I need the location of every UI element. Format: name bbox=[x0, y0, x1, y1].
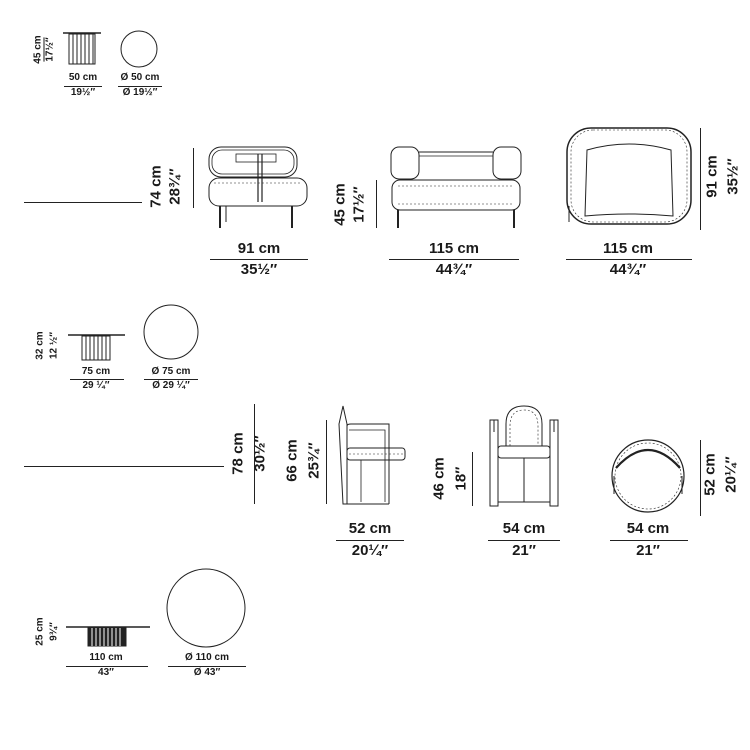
coffee-table-height-cm: 25 cm bbox=[34, 617, 46, 646]
dimension-line bbox=[389, 259, 519, 260]
side-table-small-width-cm: 50 cm bbox=[68, 72, 98, 83]
dining-chair-arm-height-cm: 66 cm bbox=[283, 439, 301, 482]
side-table-small-elevation bbox=[63, 32, 101, 65]
dining-chair-plan-width-in: 21″ bbox=[636, 542, 660, 559]
dimension-line bbox=[70, 379, 124, 380]
dimension-line bbox=[66, 666, 148, 667]
armchair-width-in: 44¾″ bbox=[435, 261, 473, 278]
dimension-line bbox=[64, 86, 102, 87]
armchair-depth-in: 35½″ bbox=[240, 261, 278, 278]
dining-chair-plan-width-cm: 54 cm bbox=[626, 520, 670, 537]
dining-chair-side-elevation bbox=[338, 405, 406, 505]
armchair-plan-view bbox=[566, 127, 692, 225]
dimension-line bbox=[336, 540, 404, 541]
armchair-height-in: 28¾″ bbox=[166, 168, 184, 205]
dimension-line bbox=[472, 452, 473, 506]
side-table-medium-width-cm: 75 cm bbox=[81, 366, 111, 377]
coffee-table-diameter-in: Ø 43″ bbox=[193, 667, 221, 678]
armchair-plan-depth-cm: 91 cm bbox=[703, 155, 721, 198]
armchair-seat-height-in: 17½″ bbox=[350, 186, 368, 223]
dimension-line bbox=[700, 128, 701, 230]
dimension-line bbox=[168, 666, 246, 667]
dimension-line bbox=[376, 180, 377, 228]
dining-chair-seat-height-in: 18″ bbox=[452, 466, 470, 491]
side-table-small-diameter-cm: Ø 50 cm bbox=[120, 72, 160, 83]
dining-chair-width-in: 21″ bbox=[512, 542, 536, 559]
dining-chair-depth-in: 20¼″ bbox=[351, 542, 389, 559]
dimension-line bbox=[210, 259, 308, 260]
armchair-height-cm: 74 cm bbox=[147, 165, 165, 208]
side-table-small-height-in: 17½″ bbox=[44, 37, 56, 62]
coffee-table-width-in: 43″ bbox=[98, 667, 114, 678]
floor-reference-line bbox=[24, 466, 224, 467]
side-table-small-diameter-in: Ø 19½″ bbox=[122, 87, 158, 98]
dining-chair-plan-depth-in: 20¼″ bbox=[722, 456, 740, 493]
side-table-small-width-in: 19½″ bbox=[70, 87, 96, 98]
dining-chair-depth-cm: 52 cm bbox=[348, 520, 392, 537]
dimension-line bbox=[193, 148, 194, 208]
side-table-small-height-cm: 45 cm bbox=[32, 35, 44, 64]
armchair-front-elevation bbox=[390, 146, 522, 228]
dining-chair-plan-depth-cm: 52 cm bbox=[701, 453, 719, 496]
dining-chair-front-elevation bbox=[489, 405, 559, 507]
dining-chair-arm-height-in: 25¾″ bbox=[305, 442, 323, 479]
side-table-medium-diameter-cm: Ø 75 cm bbox=[151, 366, 191, 377]
dimension-line bbox=[326, 420, 327, 504]
armchair-plan-width-in: 44¾″ bbox=[609, 261, 647, 278]
dining-chair-width-cm: 54 cm bbox=[502, 520, 546, 537]
dimension-line bbox=[118, 86, 162, 87]
coffee-table-elevation bbox=[66, 626, 150, 647]
coffee-table-plan bbox=[166, 568, 246, 648]
dimension-line bbox=[254, 404, 255, 504]
armchair-plan-width-cm: 115 cm bbox=[602, 240, 654, 257]
coffee-table-height-in: 9¾″ bbox=[48, 622, 60, 641]
floor-reference-line bbox=[24, 202, 142, 203]
dimension-line bbox=[488, 540, 560, 541]
side-table-medium-width-in: 29 ¼″ bbox=[82, 380, 110, 391]
dining-chair-plan-view bbox=[611, 439, 685, 513]
armchair-seat-height-cm: 45 cm bbox=[331, 183, 349, 226]
dimension-line bbox=[700, 440, 701, 516]
dining-chair-height-cm: 78 cm bbox=[229, 432, 247, 475]
coffee-table-width-cm: 110 cm bbox=[89, 652, 123, 663]
dimension-line bbox=[144, 379, 198, 380]
side-table-medium-height-cm: 32 cm bbox=[34, 331, 46, 360]
coffee-table-diameter-cm: Ø 110 cm bbox=[185, 652, 229, 663]
armchair-side-elevation bbox=[208, 146, 308, 228]
armchair-width-cm: 115 cm bbox=[428, 240, 480, 257]
dimension-line bbox=[566, 259, 692, 260]
armchair-depth-cm: 91 cm bbox=[237, 240, 281, 257]
armchair-plan-depth-in: 35½″ bbox=[724, 158, 742, 195]
side-table-medium-diameter-in: Ø 29 ¼″ bbox=[152, 380, 190, 391]
side-table-medium-elevation bbox=[68, 334, 125, 361]
side-table-medium-height-in: 12 ½″ bbox=[48, 331, 60, 360]
side-table-small-plan bbox=[120, 30, 158, 68]
side-table-medium-plan bbox=[143, 304, 199, 360]
dimension-line bbox=[610, 540, 688, 541]
dining-chair-seat-height-cm: 46 cm bbox=[430, 457, 448, 500]
